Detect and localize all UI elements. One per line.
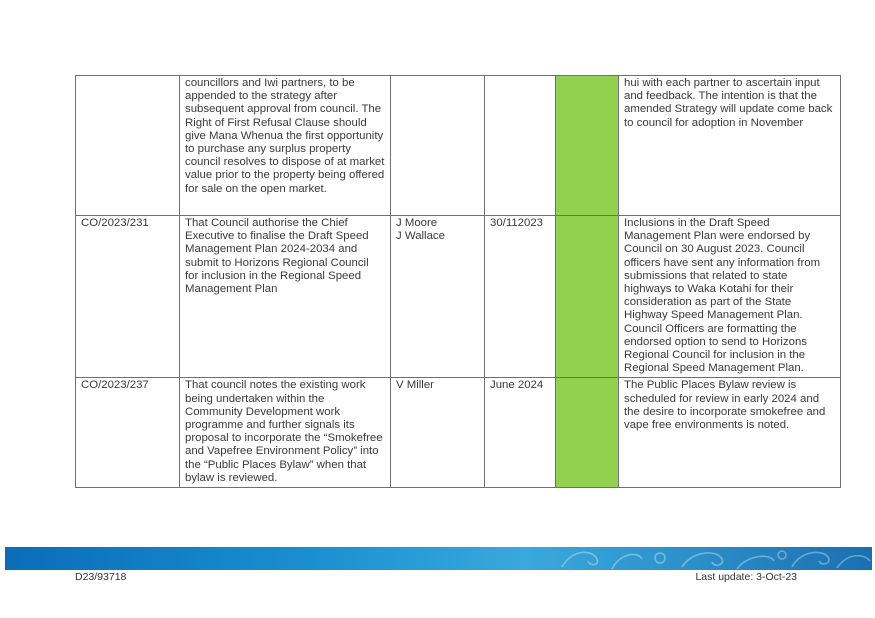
footer-band — [5, 547, 872, 570]
due-date: 30/112023 — [490, 217, 543, 229]
status-cell — [555, 75, 619, 216]
comment-text: The Public Places Bylaw review is schedu… — [624, 379, 826, 432]
last-update-date: Last update: 3-Oct-23 — [695, 571, 797, 583]
koru-pattern-icon — [561, 550, 871, 570]
officer-name: J Wallace — [396, 230, 445, 243]
officer-name: V Miller — [396, 379, 434, 392]
document-reference: D23/93718 — [75, 571, 127, 583]
due-date-cell: June 2024 — [484, 377, 556, 489]
due-date: June 2024 — [490, 379, 544, 392]
officer-cell: V Miller — [390, 377, 485, 489]
comment-text: hui with each partner to ascertain input… — [624, 77, 833, 129]
due-date-cell: 30/112023 — [484, 214, 556, 379]
ref-cell — [75, 75, 180, 216]
table-row: CO/2023/237 That council notes the exist… — [75, 377, 841, 489]
ref-cell: CO/2023/231 — [75, 214, 180, 379]
comment-cell: Inclusions in the Draft Speed Management… — [618, 214, 841, 379]
resolution-cell: councillors and Iwi partners, to be appe… — [179, 75, 391, 216]
ref-cell: CO/2023/237 — [75, 377, 180, 489]
comment-text: Inclusions in the Draft Speed Management… — [624, 217, 821, 375]
comment-cell: hui with each partner to ascertain input… — [618, 75, 841, 216]
officer-cell: J Moore J Wallace — [390, 214, 485, 379]
resolutions-table: councillors and Iwi partners, to be appe… — [75, 75, 841, 489]
resolution-ref: CO/2023/237 — [81, 379, 149, 392]
officer-name: J Moore — [396, 217, 438, 229]
table-row: councillors and Iwi partners, to be appe… — [75, 75, 841, 216]
resolution-text: councillors and Iwi partners, to be appe… — [185, 77, 385, 195]
due-date-cell — [484, 75, 556, 216]
resolution-cell: That Council authorise the Chief Executi… — [179, 214, 391, 379]
resolution-text: That council notes the existing work bei… — [185, 379, 383, 484]
status-cell — [555, 377, 619, 489]
officer-cell — [390, 75, 485, 216]
comment-cell: The Public Places Bylaw review is schedu… — [618, 377, 841, 489]
resolution-ref: CO/2023/231 — [81, 217, 149, 229]
status-cell — [555, 214, 619, 379]
resolution-text: That Council authorise the Chief Executi… — [185, 217, 369, 296]
resolution-cell: That council notes the existing work bei… — [179, 377, 391, 489]
table-row: CO/2023/231 That Council authorise the C… — [75, 214, 841, 379]
